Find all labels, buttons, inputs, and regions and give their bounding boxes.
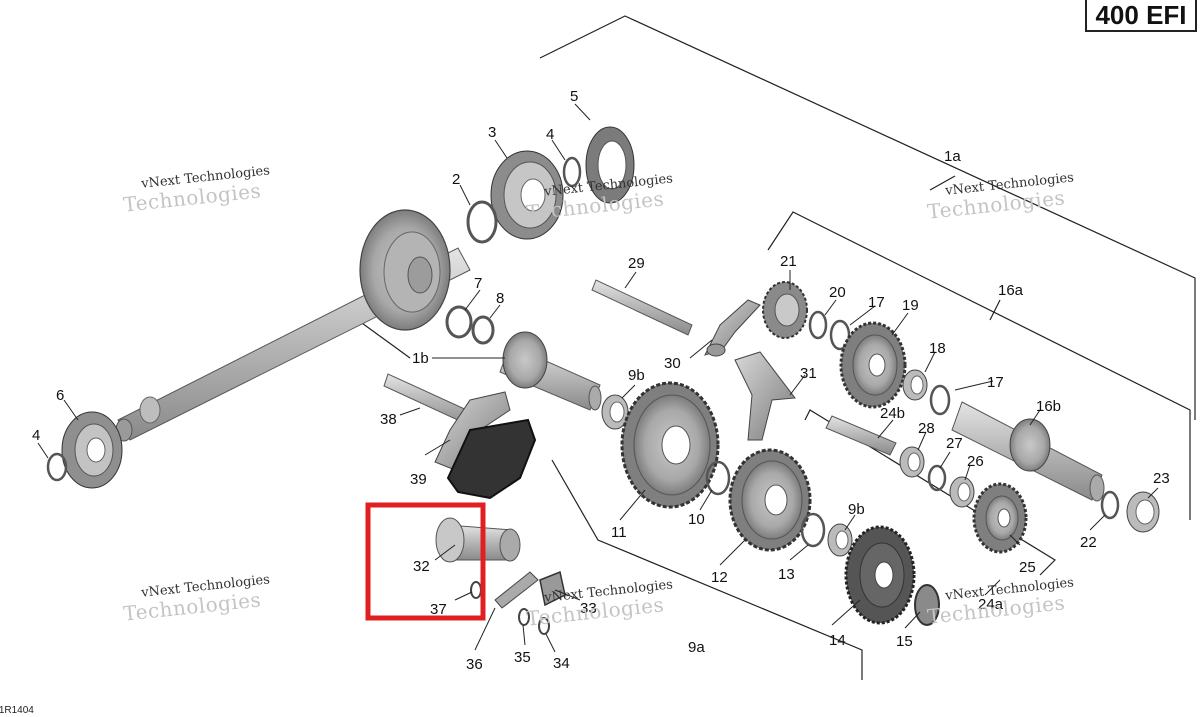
ring-35 <box>518 608 530 626</box>
ring-34 <box>538 617 550 635</box>
needle-bearing-28 <box>899 446 925 478</box>
label-9b-left: 9b <box>628 367 645 384</box>
label-24a: 24a <box>978 596 1004 613</box>
shift-fork-30 <box>704 299 761 357</box>
shift-shaft-29 <box>591 279 693 336</box>
label-24b: 24b <box>880 405 905 422</box>
needle-bearing-26 <box>949 476 975 508</box>
ring-13 <box>800 512 826 548</box>
gear-12 <box>728 448 812 552</box>
label-36: 36 <box>466 656 483 673</box>
label-22: 22 <box>1080 534 1097 551</box>
lever-36 <box>494 571 539 609</box>
label-28: 28 <box>918 420 935 437</box>
label-39: 39 <box>410 471 427 488</box>
needle-bearing-9b-right <box>827 523 853 557</box>
washer-7 <box>445 305 473 339</box>
needle-bearing-9b-left <box>601 394 629 430</box>
label-18: 18 <box>929 340 946 357</box>
model-title: 400 EFI <box>1085 0 1197 32</box>
label-38: 38 <box>380 411 397 428</box>
gear-19 <box>839 321 907 409</box>
shift-fork-31 <box>734 351 796 441</box>
label-29: 29 <box>628 255 645 272</box>
label-32: 32 <box>413 558 430 575</box>
label-4-left: 4 <box>32 427 40 444</box>
label-13: 13 <box>778 566 795 583</box>
label-33: 33 <box>580 600 597 617</box>
leader-lines <box>37 103 1159 653</box>
label-11: 11 <box>611 524 627 541</box>
label-34: 34 <box>553 655 570 672</box>
label-12: 12 <box>711 569 728 586</box>
label-16b: 16b <box>1036 398 1061 415</box>
label-7: 7 <box>474 275 482 292</box>
part-labels: 5 3 4 2 1a 29 21 16a 20 17 19 7 8 18 1b … <box>32 88 1170 673</box>
label-21: 21 <box>780 253 797 270</box>
label-8: 8 <box>496 290 504 307</box>
label-25: 25 <box>1019 559 1036 576</box>
label-35: 35 <box>514 649 531 666</box>
label-9a: 9a <box>688 639 705 656</box>
label-2: 2 <box>452 171 460 188</box>
ring-22 <box>1100 490 1120 520</box>
ring-4-left <box>46 452 68 482</box>
bearing-23 <box>1126 491 1160 533</box>
gear-14 <box>844 525 916 625</box>
needle-bearing-18 <box>902 369 928 401</box>
label-14: 14 <box>829 632 846 649</box>
ring-4-top <box>562 156 582 188</box>
ring-17-lower <box>929 384 951 416</box>
plate-33 <box>539 570 566 607</box>
ring-37 <box>470 581 482 599</box>
label-31: 31 <box>800 365 817 382</box>
gear-11 <box>620 381 720 509</box>
label-23: 23 <box>1153 470 1170 487</box>
label-3: 3 <box>488 124 496 141</box>
label-37: 37 <box>430 601 447 618</box>
ring-20 <box>808 310 828 340</box>
washer-8 <box>471 315 495 345</box>
ring-27 <box>927 464 947 492</box>
group-brackets <box>354 15 1196 680</box>
label-1a: 1a <box>944 148 961 165</box>
shift-drum-32 <box>435 517 521 563</box>
seal-5 <box>585 126 635 204</box>
label-4-top: 4 <box>546 126 554 143</box>
bevel-gear <box>359 209 451 331</box>
bearing-6 <box>61 411 123 489</box>
label-20: 20 <box>829 284 846 301</box>
ring-10 <box>705 460 731 496</box>
gear-25 <box>972 482 1028 554</box>
label-5: 5 <box>570 88 578 105</box>
label-15: 15 <box>896 633 913 650</box>
label-16a: 16a <box>998 282 1024 299</box>
label-1b: 1b <box>412 350 429 367</box>
gear-21 <box>762 281 808 339</box>
label-9b-right: 9b <box>848 501 865 518</box>
bearing-3 <box>490 150 564 240</box>
label-26: 26 <box>967 453 984 470</box>
label-19: 19 <box>902 297 919 314</box>
ring-15 <box>914 584 940 626</box>
label-27: 27 <box>946 435 963 452</box>
label-10: 10 <box>688 511 705 528</box>
label-17-lower: 17 <box>987 374 1004 391</box>
diagram-code: 11R1404 <box>0 705 34 716</box>
washer-2 <box>466 200 498 244</box>
output-shaft-16b <box>951 401 1105 502</box>
label-6: 6 <box>56 387 64 404</box>
label-17-upper: 17 <box>868 294 885 311</box>
label-30: 30 <box>664 355 681 372</box>
layshaft <box>499 331 602 411</box>
highlight-box <box>365 502 486 621</box>
shift-sector-39 <box>446 418 537 500</box>
pin-24b <box>825 415 897 456</box>
